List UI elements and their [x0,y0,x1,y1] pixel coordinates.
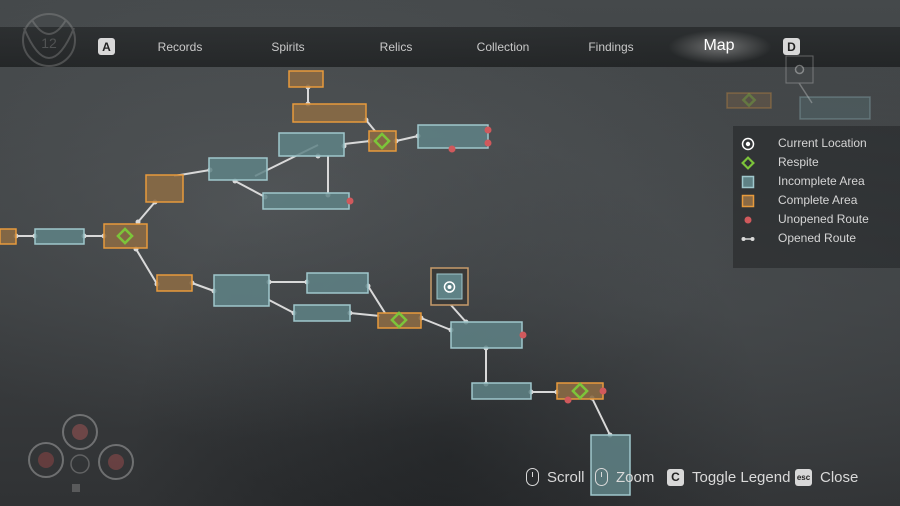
prev-tab-key[interactable]: A [98,38,115,55]
area-incomplete[interactable] [278,132,345,157]
hint-scroll: Scroll [526,467,585,487]
unopened-route-icon [599,387,607,395]
area-complete[interactable] [156,274,193,292]
current-location-marker [430,267,469,306]
legend-row-incomplete-area: Incomplete Area [733,173,900,191]
area-incomplete[interactable] [306,272,369,294]
area-incomplete[interactable] [471,382,532,400]
legend-row-current-location: Current Location [733,135,900,153]
hint-zoom-label: Zoom [616,468,655,486]
next-tab-key[interactable]: D [783,38,800,55]
emblem-number: 12 [41,35,57,51]
toggle-legend-key[interactable]: C [667,468,684,486]
mouse-icon [526,468,539,486]
hint-close-label: Close [820,468,859,486]
area-incomplete[interactable] [799,96,871,120]
respite-icon [741,156,755,170]
legend-label: Respite [778,155,819,169]
skill-slot-icon [98,444,134,480]
route-lines [16,87,611,436]
area-complete[interactable] [0,228,17,245]
area-incomplete[interactable] [450,321,523,349]
legend-row-opened-route: Opened Route [733,230,900,248]
tab-records[interactable]: Records [157,40,203,54]
unopened-route-icon [519,331,527,339]
respite-icon [571,382,589,400]
complete-area-icon [741,194,755,208]
current-location-icon [741,137,755,151]
area-incomplete[interactable] [208,157,268,181]
area-incomplete[interactable] [213,274,270,307]
hint-close[interactable]: esc Close [795,467,858,487]
respite-icon [373,132,391,150]
area-incomplete[interactable] [262,192,350,210]
area-complete[interactable] [288,70,324,88]
skill-slot-icon [62,414,98,450]
close-key[interactable]: esc [795,468,812,486]
legend-label: Current Location [778,136,867,150]
area-incomplete[interactable] [417,124,489,149]
legend-row-respite: Respite [733,154,900,172]
tab-map[interactable]: Map [703,37,735,54]
respite-icon [390,311,408,329]
respite-icon [116,227,134,245]
area-incomplete[interactable] [293,304,351,322]
current-location-icon [443,281,456,293]
complete-areas [0,70,772,400]
tab-findings[interactable]: Findings [588,40,634,54]
active-tab-highlight [668,30,772,64]
tab-spirits[interactable]: Spirits [271,40,305,54]
respite-markers [116,92,757,400]
unopened-route-icon [448,145,456,153]
unopened-route-icon [346,197,354,205]
hint-scroll-label: Scroll [547,468,585,486]
player-status-hud [28,414,134,492]
health-orb-icon [70,454,90,474]
legend-label: Unopened Route [778,212,869,226]
legend-row-unopened-route: Unopened Route [733,211,900,229]
hint-toggle-legend[interactable]: C Toggle Legend [667,467,790,487]
unopened-route-icon [484,126,492,134]
legend-row-complete-area: Complete Area [733,192,900,210]
legend-label: Complete Area [778,193,858,207]
faded-location-marker [785,55,814,104]
unopened-route-icon [564,396,572,404]
mouse-wheel-icon [595,468,608,486]
area-complete[interactable] [292,103,367,123]
legend-label: Opened Route [778,231,857,245]
tab-collection[interactable]: Collection [476,40,530,54]
unopened-route-icon [484,139,492,147]
area-complete[interactable] [145,174,184,203]
area-complete[interactable] [726,92,772,109]
area-complete[interactable] [103,223,148,249]
incomplete-area-icon [741,175,755,189]
map-legend: Current Location Respite Incomplete Area… [733,126,900,268]
skill-slot-icon [28,442,64,478]
opened-route-icon [741,237,755,241]
unopened-routes [346,126,607,404]
hint-toggle-legend-label: Toggle Legend [692,468,791,486]
hint-zoom: Zoom [595,467,654,487]
area-incomplete[interactable] [34,228,85,245]
area-complete[interactable] [368,130,397,152]
unopened-route-icon [744,216,752,224]
respite-icon [741,92,757,108]
tab-relics[interactable]: Relics [379,40,413,54]
player-emblem-icon: 12 [22,13,76,67]
legend-label: Incomplete Area [778,174,865,188]
